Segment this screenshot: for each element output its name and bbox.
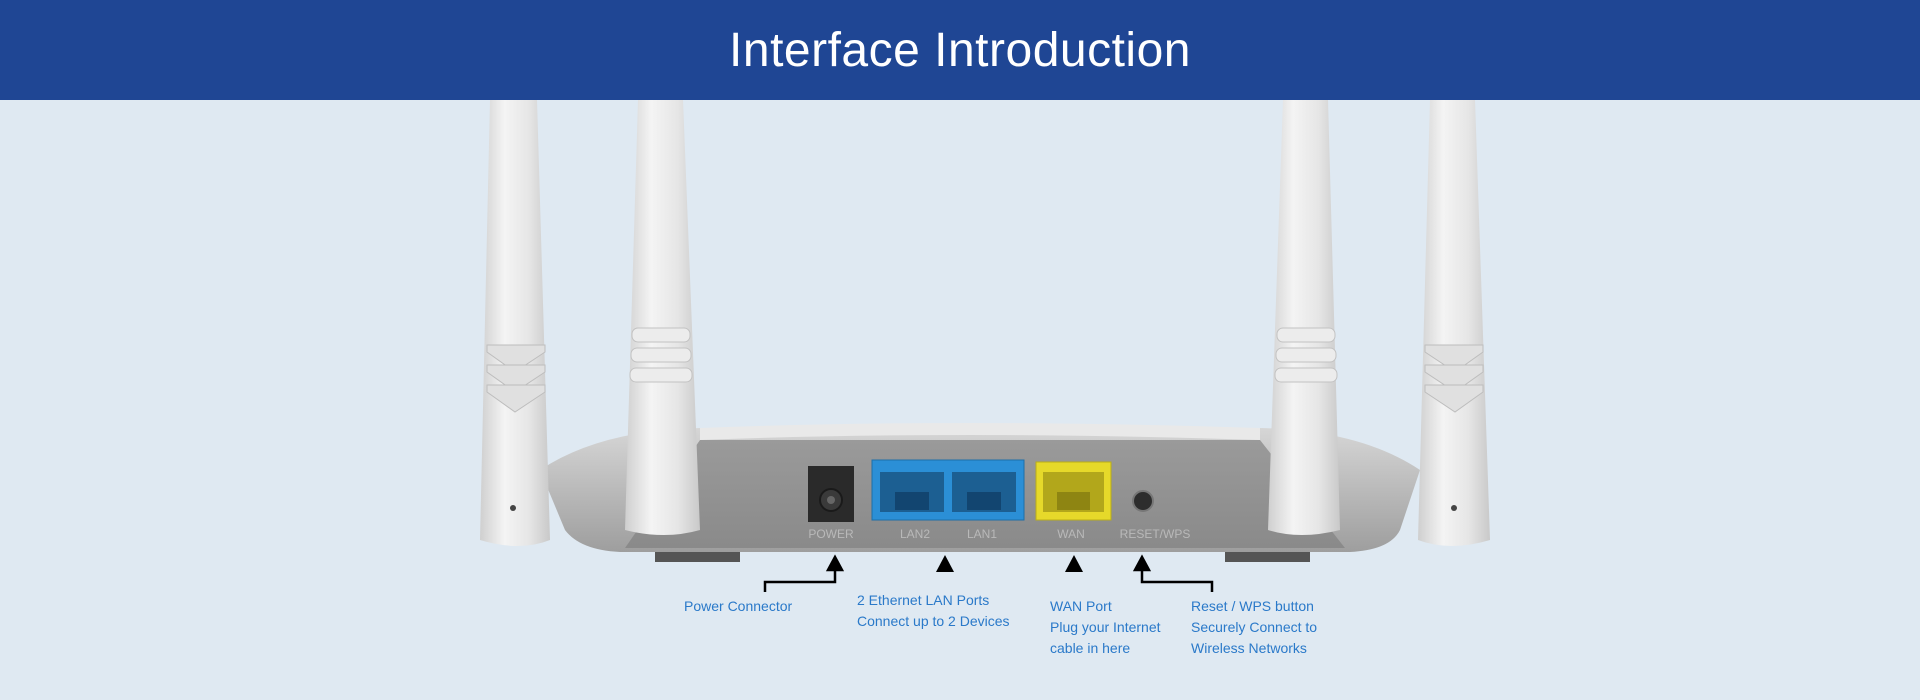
- wan-port-label: WAN: [1057, 527, 1085, 541]
- reset-arrow: [1132, 554, 1214, 592]
- lan-callout: 2 Ethernet LAN Ports Connect up to 2 Dev…: [857, 590, 1010, 632]
- reset-wps-button: [1132, 490, 1154, 512]
- wan-port: [1035, 461, 1112, 521]
- lan-ports: [871, 459, 1025, 521]
- power-callout-line1: Power Connector: [684, 598, 793, 614]
- antenna-inner-right: [1268, 100, 1340, 535]
- power-port: [808, 466, 854, 522]
- antenna-inner-left: [625, 100, 700, 535]
- wan-callout-line1: WAN Port: [1050, 598, 1112, 614]
- lan-arrow: [936, 555, 954, 572]
- reset-callout-line2: Securely Connect to: [1191, 619, 1318, 635]
- reset-callout: Reset / WPS button Securely Connect to W…: [1191, 596, 1317, 659]
- page-title: Interface Introduction: [729, 23, 1191, 77]
- power-port-label: POWER: [808, 527, 854, 541]
- lan-callout-line1: 2 Ethernet LAN Ports: [857, 592, 990, 608]
- lan-callout-line2: Connect up to 2 Devices: [857, 613, 1010, 629]
- wan-callout-line3: cable in here: [1050, 640, 1131, 656]
- reset-callout-line3: Wireless Networks: [1191, 640, 1307, 656]
- reset-wps-port-label: RESET/WPS: [1120, 527, 1191, 541]
- power-callout: Power Connector: [684, 596, 792, 617]
- power-arrow: [763, 554, 845, 592]
- reset-callout-line1: Reset / WPS button: [1191, 598, 1314, 614]
- antenna-outer-left: [480, 100, 550, 546]
- title-banner: Interface Introduction: [0, 0, 1920, 100]
- wan-callout-line2: Plug your Internet: [1050, 619, 1161, 635]
- wan-callout: WAN Port Plug your Internet cable in her…: [1050, 596, 1161, 659]
- lan1-port-label: LAN1: [967, 527, 997, 541]
- wan-arrow: [1065, 555, 1083, 572]
- lan2-port-label: LAN2: [900, 527, 930, 541]
- antenna-outer-right: [1418, 100, 1490, 546]
